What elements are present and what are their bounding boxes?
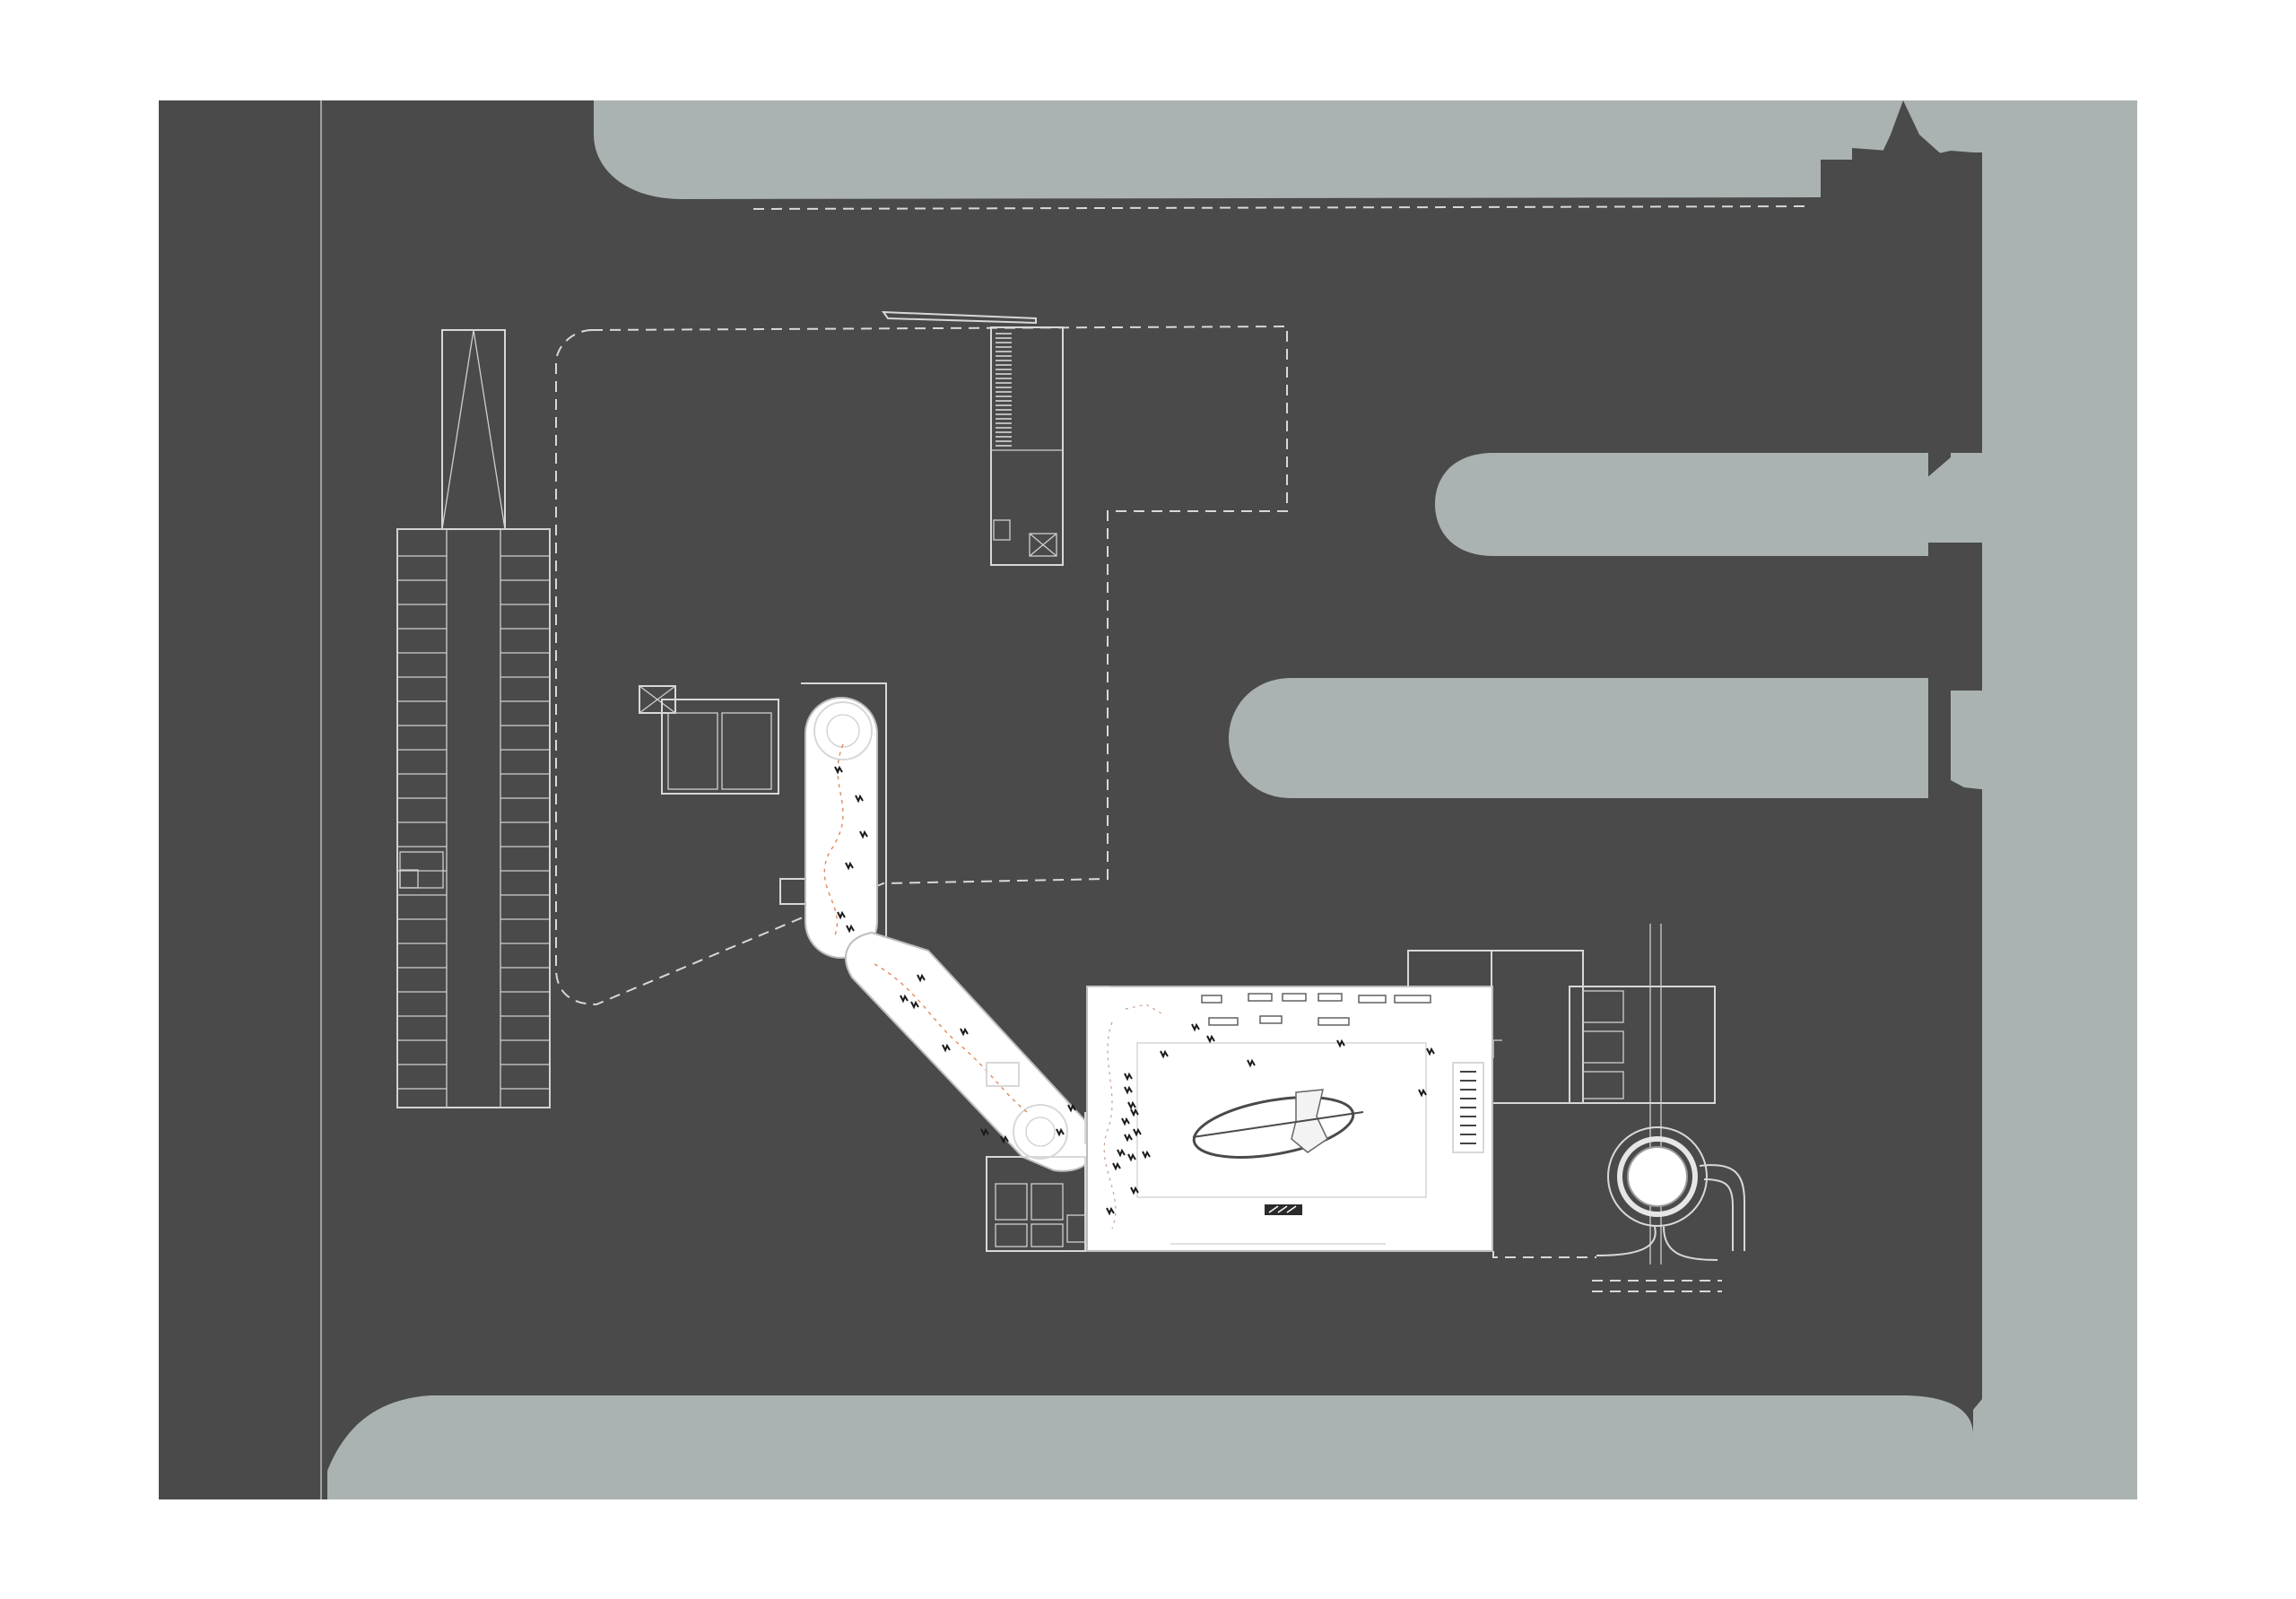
visitor-figure: [942, 1043, 951, 1053]
visitor-figure: [1067, 1103, 1076, 1113]
visitor-figure: [910, 1000, 919, 1010]
display-case: [1282, 993, 1307, 1002]
visitor-figure: [960, 1027, 969, 1037]
dashed-boundary: [555, 325, 1288, 1006]
visitor-figure: [1418, 1088, 1427, 1098]
visitor-figure: [980, 1127, 989, 1137]
visitor-figure: [1121, 1117, 1130, 1126]
visitor-figure: [1124, 1133, 1133, 1143]
visitor-figure: [917, 973, 926, 983]
display-case: [1318, 1017, 1350, 1026]
visitor-figure: [1206, 1034, 1215, 1044]
visitor-figure: [1191, 1022, 1200, 1032]
visitor-figure: [859, 830, 868, 839]
display-case: [1208, 1017, 1239, 1026]
display-case: [1201, 995, 1222, 1004]
visitor-figure: [834, 765, 843, 775]
visitor-figure: [1160, 1049, 1169, 1059]
display-case: [1394, 995, 1431, 1004]
visitor-figure: [837, 910, 846, 920]
display-case: [1318, 993, 1343, 1002]
visitor-figure: [855, 794, 864, 804]
visitor-figure: [1127, 1152, 1136, 1162]
visitor-figure: [1106, 1206, 1115, 1216]
exhibition-pavilion: [834, 765, 1493, 1252]
visitor-figure: [1127, 1100, 1136, 1110]
water-top-canal: [594, 100, 1903, 199]
restroom-cluster: [986, 1156, 1086, 1252]
pier-upper: [1821, 148, 1982, 475]
upper-tube-corridor: [804, 697, 878, 959]
visitor-figure: [1124, 1072, 1133, 1082]
visitor-figure: [1130, 1108, 1139, 1117]
visitor-figure: [1124, 1085, 1133, 1095]
visitor-figure: [845, 861, 854, 871]
visitor-figure: [1247, 1058, 1256, 1068]
visitor-figure: [1426, 1047, 1435, 1056]
display-case: [1248, 993, 1273, 1002]
dashed-connector: [1492, 1251, 1596, 1258]
visitor-figure: [1000, 1134, 1009, 1144]
display-case: [1358, 995, 1387, 1004]
visitor-figure: [1056, 1127, 1065, 1137]
visitor-figure: [1336, 1038, 1345, 1048]
ground-area: [159, 100, 2137, 1499]
visitor-figure: [1133, 1127, 1142, 1137]
visitor-figure: [1130, 1186, 1139, 1195]
quay-line: [752, 205, 1813, 210]
visitor-figure: [900, 994, 909, 1004]
visitor-figure: [1142, 1150, 1151, 1160]
parking-garage: [396, 329, 551, 1108]
annex-buildings: [1407, 924, 1716, 1264]
visitor-figure: [1117, 1148, 1126, 1158]
upper-building: [881, 310, 1064, 566]
water-bottom-canal: [327, 1395, 1973, 1499]
visitor-figure: [846, 924, 855, 934]
lower-tube-corridor: [845, 931, 1095, 1172]
pier-lower: [1821, 722, 1982, 1417]
service-block: [639, 682, 887, 951]
water-basin-lower: [1229, 678, 1928, 798]
display-case: [1259, 1015, 1283, 1024]
water-basin-upper: [1435, 453, 1928, 556]
round-kiosk: [1592, 1126, 1745, 1292]
visitor-figure: [1112, 1161, 1121, 1171]
